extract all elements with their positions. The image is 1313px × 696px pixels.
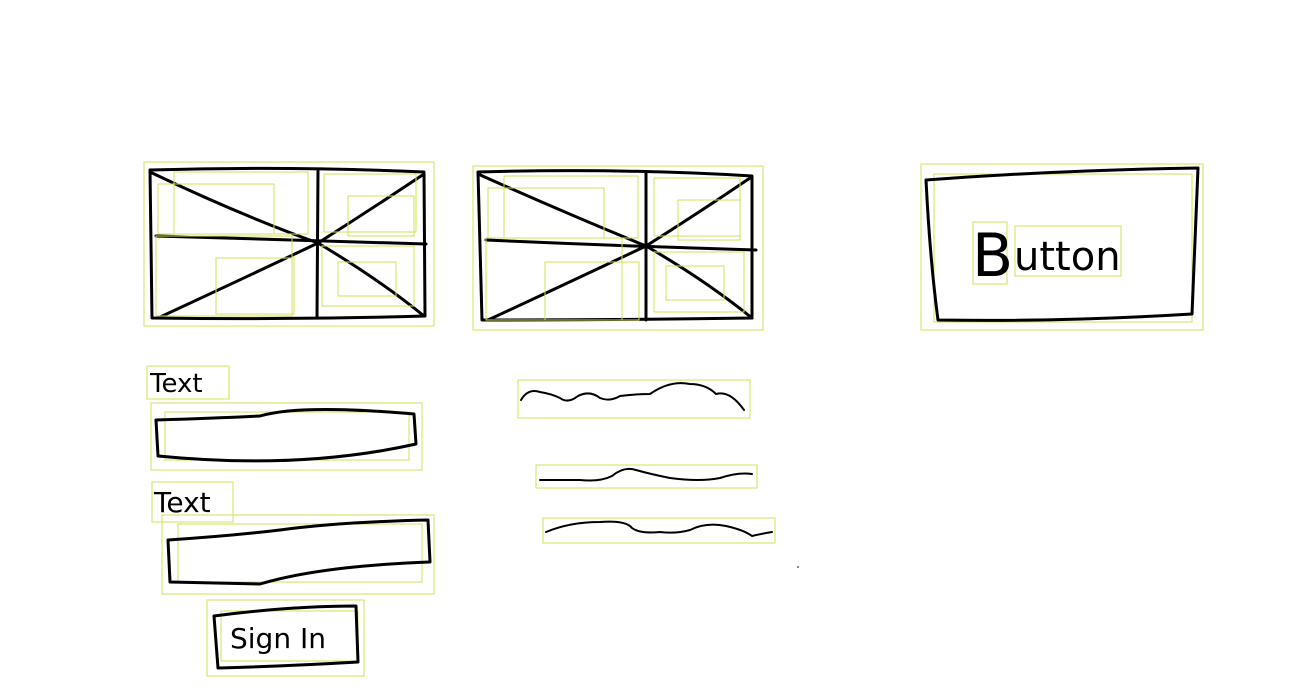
image-hline	[484, 238, 758, 252]
button-label-rest: utton	[1014, 234, 1121, 280]
field-label-2: Text	[153, 486, 211, 519]
stray-dot	[797, 566, 799, 568]
paragraph-text	[517, 379, 776, 544]
text-line-2	[539, 467, 753, 482]
input-box-1	[154, 407, 418, 463]
text-line-1	[520, 382, 745, 411]
annotation-box	[143, 161, 435, 327]
image-vline	[315, 168, 320, 320]
annotation-box	[472, 165, 764, 331]
input-box-2	[166, 518, 432, 586]
image-hline	[154, 234, 428, 246]
button-frame	[924, 166, 1200, 322]
image-placeholder-1	[143, 161, 435, 327]
image-placeholder-2	[472, 165, 764, 331]
button-label-initial: B	[972, 221, 1013, 291]
annotation-box	[920, 163, 1204, 331]
sign-in-frame	[212, 604, 360, 670]
field-label-1: Text	[149, 369, 203, 399]
text-line-3	[545, 520, 773, 537]
form-field-1: Text	[146, 365, 230, 400]
sign-in-label: Sign In	[230, 622, 326, 655]
sign-in-button[interactable]: Sign In	[206, 599, 365, 677]
text-input-2[interactable]	[161, 514, 435, 595]
text-input-1[interactable]	[150, 402, 423, 471]
form-field-2: Text	[151, 481, 234, 523]
button-sketch[interactable]: B utton	[920, 163, 1204, 331]
